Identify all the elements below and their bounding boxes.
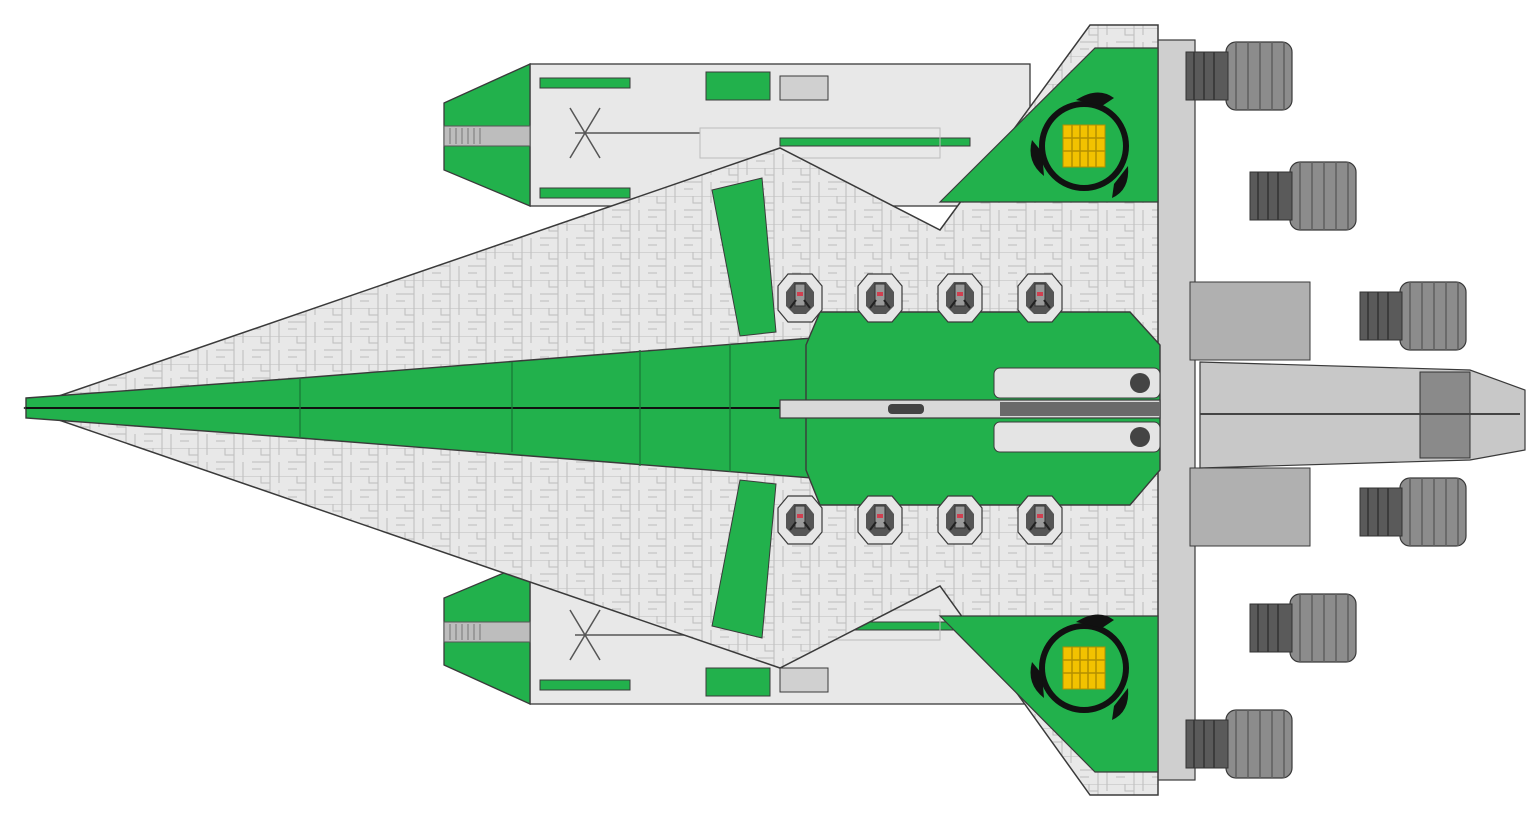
lower-wing-strip: [711, 479, 777, 639]
thruster-bottom-1-icon: [1185, 709, 1293, 779]
twin-turret-icon: [1017, 495, 1063, 545]
twin-turret-icon: [937, 495, 983, 545]
twin-turret-icon: [777, 273, 823, 323]
twin-turret-icon: [857, 495, 903, 545]
engine-cluster: [1154, 39, 1526, 781]
upper-wing-strip: [711, 177, 777, 337]
twin-turret-icon: [937, 273, 983, 323]
thruster-top-3-icon: [1359, 281, 1467, 351]
twin-turret-icon: [1017, 273, 1063, 323]
thruster-top-2-icon: [1249, 161, 1357, 231]
thruster-bottom-3-icon: [1359, 477, 1467, 547]
thruster-top-1-icon: [1185, 41, 1293, 111]
twin-turret-icon: [777, 495, 823, 545]
spinal-cannon: [779, 367, 1161, 453]
twin-turret-icon: [857, 273, 903, 323]
thruster-bottom-2-icon: [1249, 593, 1357, 663]
